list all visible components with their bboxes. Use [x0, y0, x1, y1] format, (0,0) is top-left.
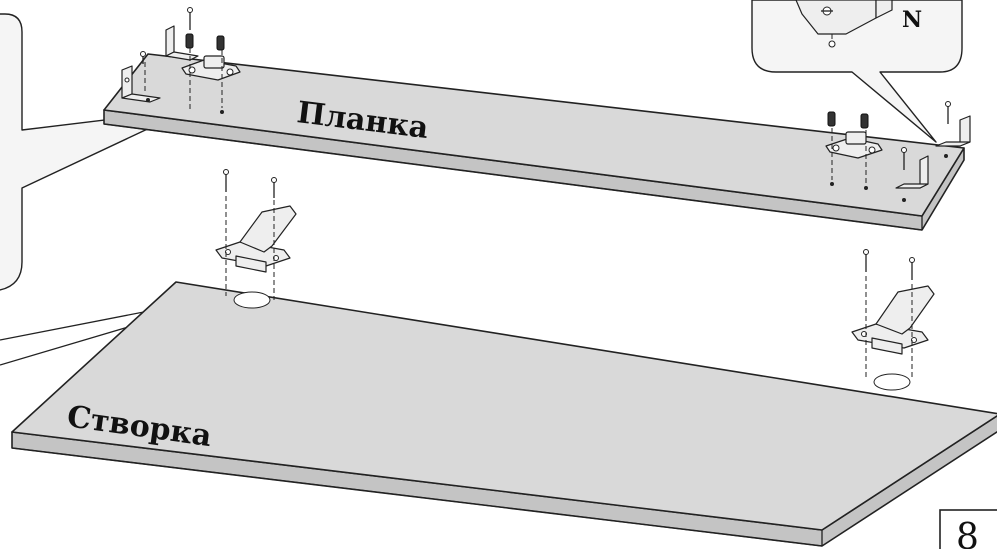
euro-screws-left: [140, 7, 225, 114]
corner-bracket-right-front: [895, 147, 929, 202]
mounting-plate-right: [825, 131, 883, 159]
hinge-cup-hole-right: [873, 373, 911, 391]
hinge-cup-hole-left: [233, 291, 271, 309]
step-number: 8: [956, 517, 979, 549]
mounting-plate-left: [181, 55, 241, 81]
corner-bracket-left: [121, 62, 161, 103]
detail-letter-label: N: [902, 7, 922, 33]
corner-bracket-right: [935, 101, 971, 158]
plank-panel: [103, 53, 965, 231]
euro-screws-right: [827, 111, 869, 190]
left-callout-bubble: [0, 13, 189, 291]
door-panel: [11, 281, 997, 547]
hinge-left: [215, 169, 297, 300]
detail-callout-bubble: [751, 0, 963, 143]
hinge-right: [851, 249, 935, 380]
corner-bracket-mid: [165, 25, 199, 61]
step-number-box: [939, 509, 997, 549]
